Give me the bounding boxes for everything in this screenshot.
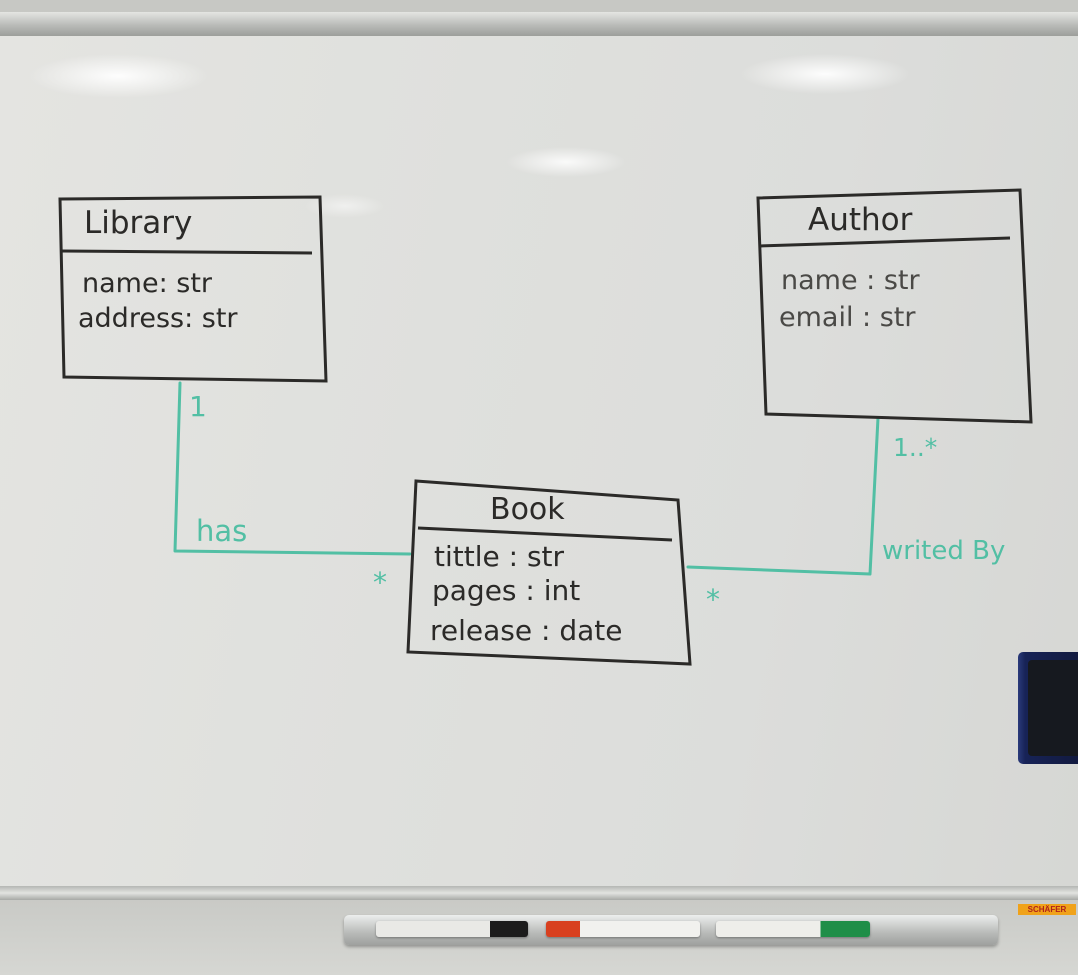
book-multiplicity-label-right: * xyxy=(706,583,720,616)
library-book-association-line xyxy=(173,381,412,556)
class-book-name: Book xyxy=(490,492,565,527)
class-book-attribute: pages : int xyxy=(432,574,580,607)
board-frame-bottom xyxy=(0,886,1078,900)
class-book-attribute: release : date xyxy=(430,614,622,647)
class-author-attribute: name : str xyxy=(781,265,920,296)
class-library-border xyxy=(58,195,328,383)
eraser xyxy=(1018,652,1078,764)
class-book-border xyxy=(406,479,692,666)
class-library xyxy=(58,195,328,383)
class-author-attribute: email : str xyxy=(779,302,916,333)
class-author-border xyxy=(756,188,1033,424)
class-author-name: Author xyxy=(808,202,913,238)
class-book-divider xyxy=(417,526,673,542)
green-marker xyxy=(716,921,870,937)
class-library-attribute: address: str xyxy=(78,303,238,334)
library-multiplicity-label: 1 xyxy=(189,390,207,423)
class-book-attribute: tittle : str xyxy=(434,540,565,573)
book-author-association-line xyxy=(686,416,880,576)
has-relation-label: has xyxy=(196,514,247,548)
red-marker xyxy=(546,921,700,937)
author-multiplicity-label: 1..* xyxy=(893,433,937,462)
class-library-attribute: name: str xyxy=(82,268,213,299)
class-author xyxy=(756,188,1033,424)
class-library-divider xyxy=(61,249,313,255)
whiteboard-surface xyxy=(0,36,1078,888)
book-multiplicity-label-left: * xyxy=(373,566,387,599)
brand-label: SCHÄFER xyxy=(1018,904,1076,915)
class-author-divider xyxy=(759,236,1011,248)
writed-by-relation-label: writed By xyxy=(882,536,1005,566)
class-library-name: Library xyxy=(84,205,192,241)
class-book xyxy=(406,479,692,666)
wall xyxy=(0,0,1078,14)
black-marker xyxy=(376,921,528,937)
